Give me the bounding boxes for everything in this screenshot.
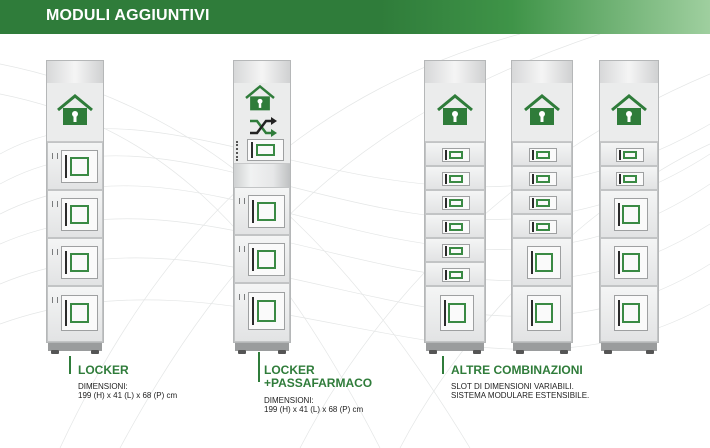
product-title-locker-pf-2: +PASSAFARMACO — [264, 376, 373, 390]
house-lock-icon — [245, 84, 275, 111]
label-marker-1 — [69, 356, 71, 374]
header-banner: MODULI AGGIUNTIVI — [0, 0, 710, 34]
product-desc-line-1: SLOT DI DIMENSIONI VARIABILI. — [451, 382, 574, 391]
product-desc-line-2: SISTEMA MODULARE ESTENSIBILE. — [451, 391, 590, 400]
house-lock-icon — [437, 94, 473, 125]
label-marker-2 — [258, 352, 260, 382]
product-dims-label: DIMENSIONI: — [264, 396, 314, 405]
page-title: MODULI AGGIUNTIVI — [46, 7, 210, 24]
header-gradient — [380, 0, 710, 34]
product-title-locker-pf-1: LOCKER — [264, 363, 315, 377]
house-lock-icon — [57, 94, 93, 125]
label-marker-3 — [442, 356, 444, 374]
product-title-locker: LOCKER — [78, 363, 129, 377]
house-lock-icon — [611, 94, 647, 125]
product-dims-label: DIMENSIONI: — [78, 382, 128, 391]
house-lock-icon — [524, 94, 560, 125]
product-dims-value: 199 (H) x 41 (L) x 68 (P) cm — [78, 391, 178, 400]
shuffle-arrows-icon — [250, 117, 277, 137]
product-title-combinations: ALTRE COMBINAZIONI — [451, 363, 583, 377]
indicator-icons — [236, 141, 246, 161]
product-dims-value: 199 (H) x 41 (L) x 68 (P) cm — [264, 405, 364, 414]
